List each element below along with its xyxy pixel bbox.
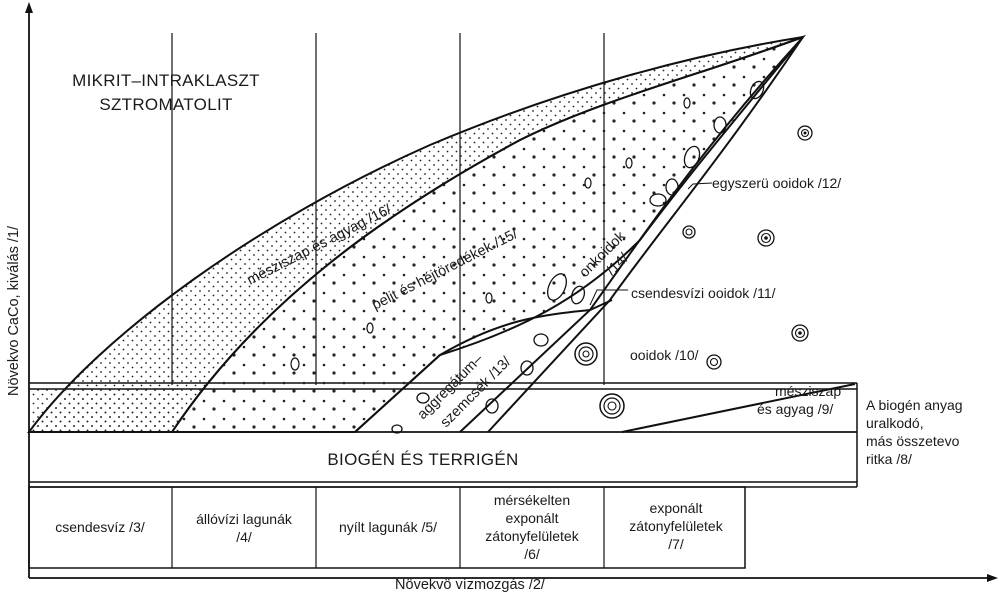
- svg-text:mérsékelten: mérsékelten: [494, 492, 570, 508]
- svg-text:exponált: exponált: [506, 510, 559, 526]
- band-title: BIOGÉN ÉS TERRIGÉN: [327, 450, 518, 469]
- svg-text:ritka /8/: ritka /8/: [866, 451, 912, 467]
- svg-text:/7/: /7/: [668, 536, 684, 552]
- svg-text:/6/: /6/: [524, 546, 540, 562]
- svg-text:és agyag /9/: és agyag /9/: [757, 401, 833, 417]
- svg-text:nyílt lagunák /5/: nyílt lagunák /5/: [339, 519, 437, 535]
- svg-text:MIKRIT–INTRAKLASZT: MIKRIT–INTRAKLASZT: [72, 71, 260, 90]
- svg-text:exponált: exponált: [650, 500, 703, 516]
- top-title: MIKRIT–INTRAKLASZT SZTROMATOLIT: [72, 71, 260, 114]
- svg-text:SZTROMATOLIT: SZTROMATOLIT: [99, 95, 232, 114]
- y-axis-label: Növekvo CaCo, kiválás /1/: [6, 225, 22, 396]
- svg-text:mésziszap: mésziszap: [775, 383, 841, 399]
- svg-text:egyszerü ooidok /12/: egyszerü ooidok /12/: [712, 175, 841, 191]
- svg-text:zátonyfelületek: zátonyfelületek: [629, 518, 723, 534]
- svg-text:/4/: /4/: [236, 529, 252, 545]
- svg-text:uralkodó,: uralkodó,: [866, 415, 924, 431]
- side-note: A biogén anyag uralkodó, más összetevo r…: [866, 397, 963, 467]
- x-axis-label: Növekvö vízmozgás /2/: [395, 577, 546, 593]
- environment-labels: csendesvíz /3/ állóvízi lagunák /4/ nyíl…: [55, 492, 723, 562]
- svg-text:állóvízi lagunák: állóvízi lagunák: [196, 511, 293, 527]
- svg-text:csendesvíz /3/: csendesvíz /3/: [55, 519, 145, 535]
- svg-text:ooidok /10/: ooidok /10/: [630, 347, 699, 363]
- svg-text:A biogén anyag: A biogén anyag: [866, 397, 963, 413]
- svg-text:zátonyfelületek: zátonyfelületek: [485, 528, 579, 544]
- lower-dotted-block: [29, 389, 179, 432]
- svg-text:csendesvízi ooidok /11/: csendesvízi ooidok /11/: [631, 285, 776, 301]
- svg-text:más összetevo: más összetevo: [866, 433, 960, 449]
